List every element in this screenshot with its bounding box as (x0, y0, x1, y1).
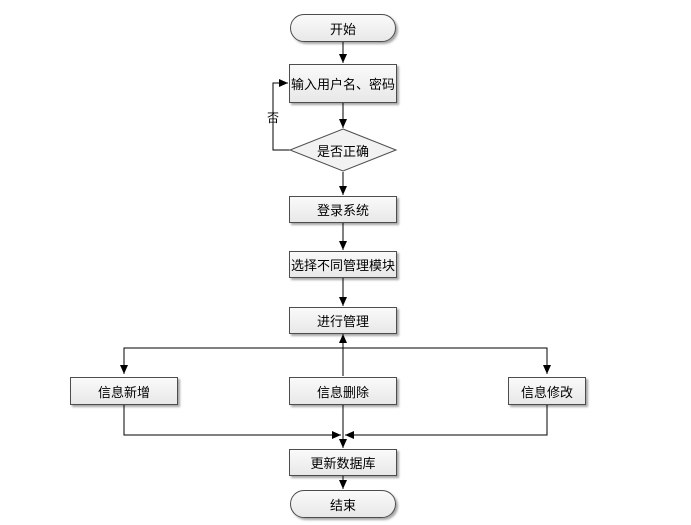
modify-info-node: 信息修改 (508, 377, 586, 405)
arrow-modify-to-merge (345, 405, 548, 439)
add-info-node: 信息新增 (70, 377, 178, 405)
arrow-manage-to-add (120, 347, 343, 374)
login-node: 登录系统 (289, 196, 397, 223)
input-credentials-node: 输入用户名、密码 (289, 64, 397, 103)
no-label: 否 (267, 111, 280, 125)
arrow-no-loop (272, 79, 290, 151)
decision-label: 是否正确 (316, 144, 369, 160)
end-node: 结束 (290, 490, 396, 518)
update-db-node: 更新数据库 (289, 449, 397, 476)
start-node: 开始 (290, 14, 396, 42)
arrow-add-to-merge (123, 405, 341, 439)
decision-diamond (288, 128, 398, 172)
delete-info-node: 信息删除 (289, 377, 397, 405)
manage-node: 进行管理 (289, 307, 397, 334)
arrow-manage-to-modify (343, 347, 551, 374)
select-module-node: 选择不同管理模块 (289, 251, 397, 278)
